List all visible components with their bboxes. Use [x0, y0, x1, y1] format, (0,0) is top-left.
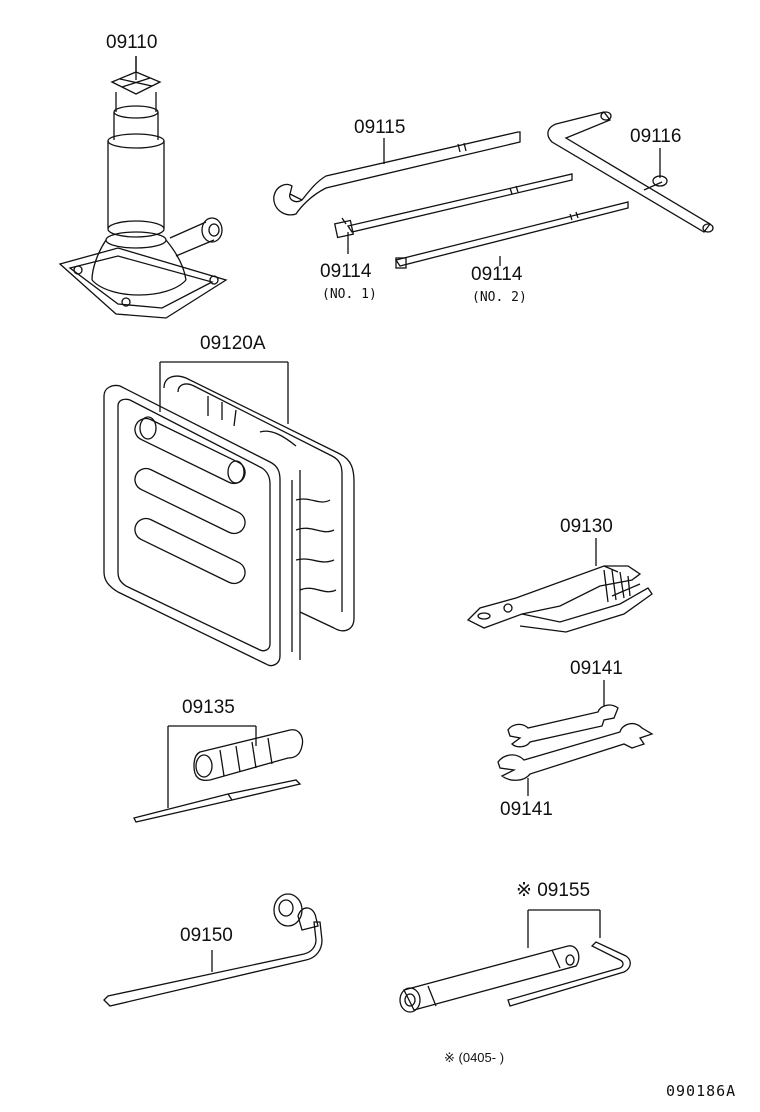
- label-tool-bag: 09120A: [200, 333, 266, 354]
- pliers-drawing: [466, 538, 653, 633]
- extension-bar-no2-drawing: [394, 201, 629, 269]
- label-screwdriver: 09135: [182, 697, 235, 718]
- label-pliers: 09130: [560, 516, 613, 537]
- hub-nut-wrench-drawing: [273, 131, 521, 216]
- label-extension-bar-1: 09114: [320, 261, 372, 282]
- jack-handle-drawing: [547, 111, 714, 233]
- wrenches-drawing: [497, 680, 654, 796]
- label-extension-bar-2: 09114: [471, 264, 523, 285]
- note-extension-bar-1: (NO. 1): [322, 287, 377, 302]
- leader-lines-top: [135, 56, 661, 266]
- label-jack-handle: 09116: [630, 126, 682, 147]
- wheel-nut-wrench-drawing: [103, 893, 323, 1007]
- extension-bar-no1-drawing: [333, 173, 573, 239]
- tool-bag-drawing: [103, 361, 355, 667]
- note-extension-bar-2: (NO. 2): [472, 290, 527, 305]
- label-jack: 09110: [106, 32, 158, 53]
- label-wheel-nut-wrench: 09150: [180, 925, 233, 946]
- label-wrench-bottom: 09141: [500, 799, 553, 820]
- screwdriver-drawing: [133, 725, 304, 823]
- footnote: ※ (0405- ): [444, 1050, 505, 1065]
- label-wrench-top: 09141: [570, 658, 623, 679]
- plug-wrench-drawing: [399, 909, 631, 1013]
- figure-code: 090186A: [666, 1082, 737, 1100]
- label-plug-wrench: ※ 09155: [516, 880, 591, 901]
- jack-drawing: [58, 56, 228, 319]
- label-hub-nut-wrench: 09115: [354, 117, 406, 138]
